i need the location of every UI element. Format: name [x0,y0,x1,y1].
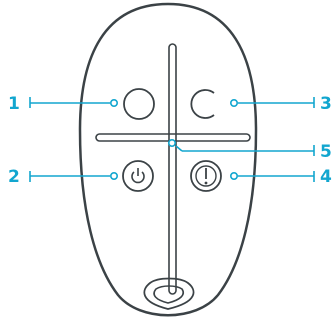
open-ring-icon [190,89,215,119]
callout-1-line [29,97,119,108]
callout-label-3: 3 [320,94,332,114]
callout-label-1: 1 [8,94,20,114]
circle-icon [123,88,155,120]
callout-5-line [168,139,315,156]
open-ring-button[interactable] [190,89,215,119]
exclamation-icon [195,165,217,187]
exclamation-button[interactable] [190,160,222,192]
round-button[interactable] [123,88,155,120]
device-body [78,2,258,317]
callout-label-4: 4 [320,167,332,187]
callout-2-line [29,171,119,182]
power-icon [131,168,145,184]
lanyard-icon [143,277,195,310]
cross-vertical-divider [168,43,177,295]
power-button[interactable] [122,160,154,192]
bottom-button[interactable] [143,277,195,310]
callout-3-line [230,97,315,108]
callout-label-2: 2 [8,167,20,187]
callout-label-5: 5 [320,142,332,162]
callout-4-line [230,171,315,182]
